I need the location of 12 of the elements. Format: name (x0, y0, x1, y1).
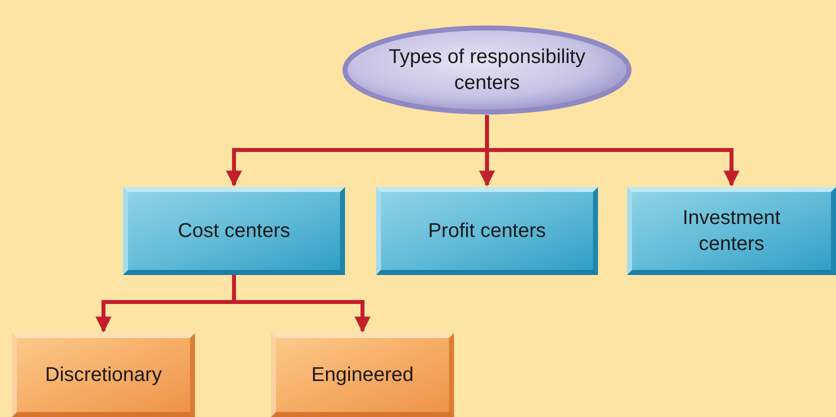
node-label: Cost centers (178, 219, 290, 244)
node-label: Investment centers (682, 206, 782, 257)
node-label: Profit centers (428, 219, 546, 244)
node-label: Engineered (311, 363, 414, 388)
subcategory-box (271, 333, 454, 417)
category-ellipse (342, 25, 632, 115)
category-box (123, 187, 345, 275)
category-box (627, 187, 836, 275)
subcategory-box (12, 333, 195, 417)
node-label: Types of responsibility centers (388, 45, 586, 96)
category-box (376, 187, 598, 275)
node-label: Discretionary (45, 363, 162, 388)
